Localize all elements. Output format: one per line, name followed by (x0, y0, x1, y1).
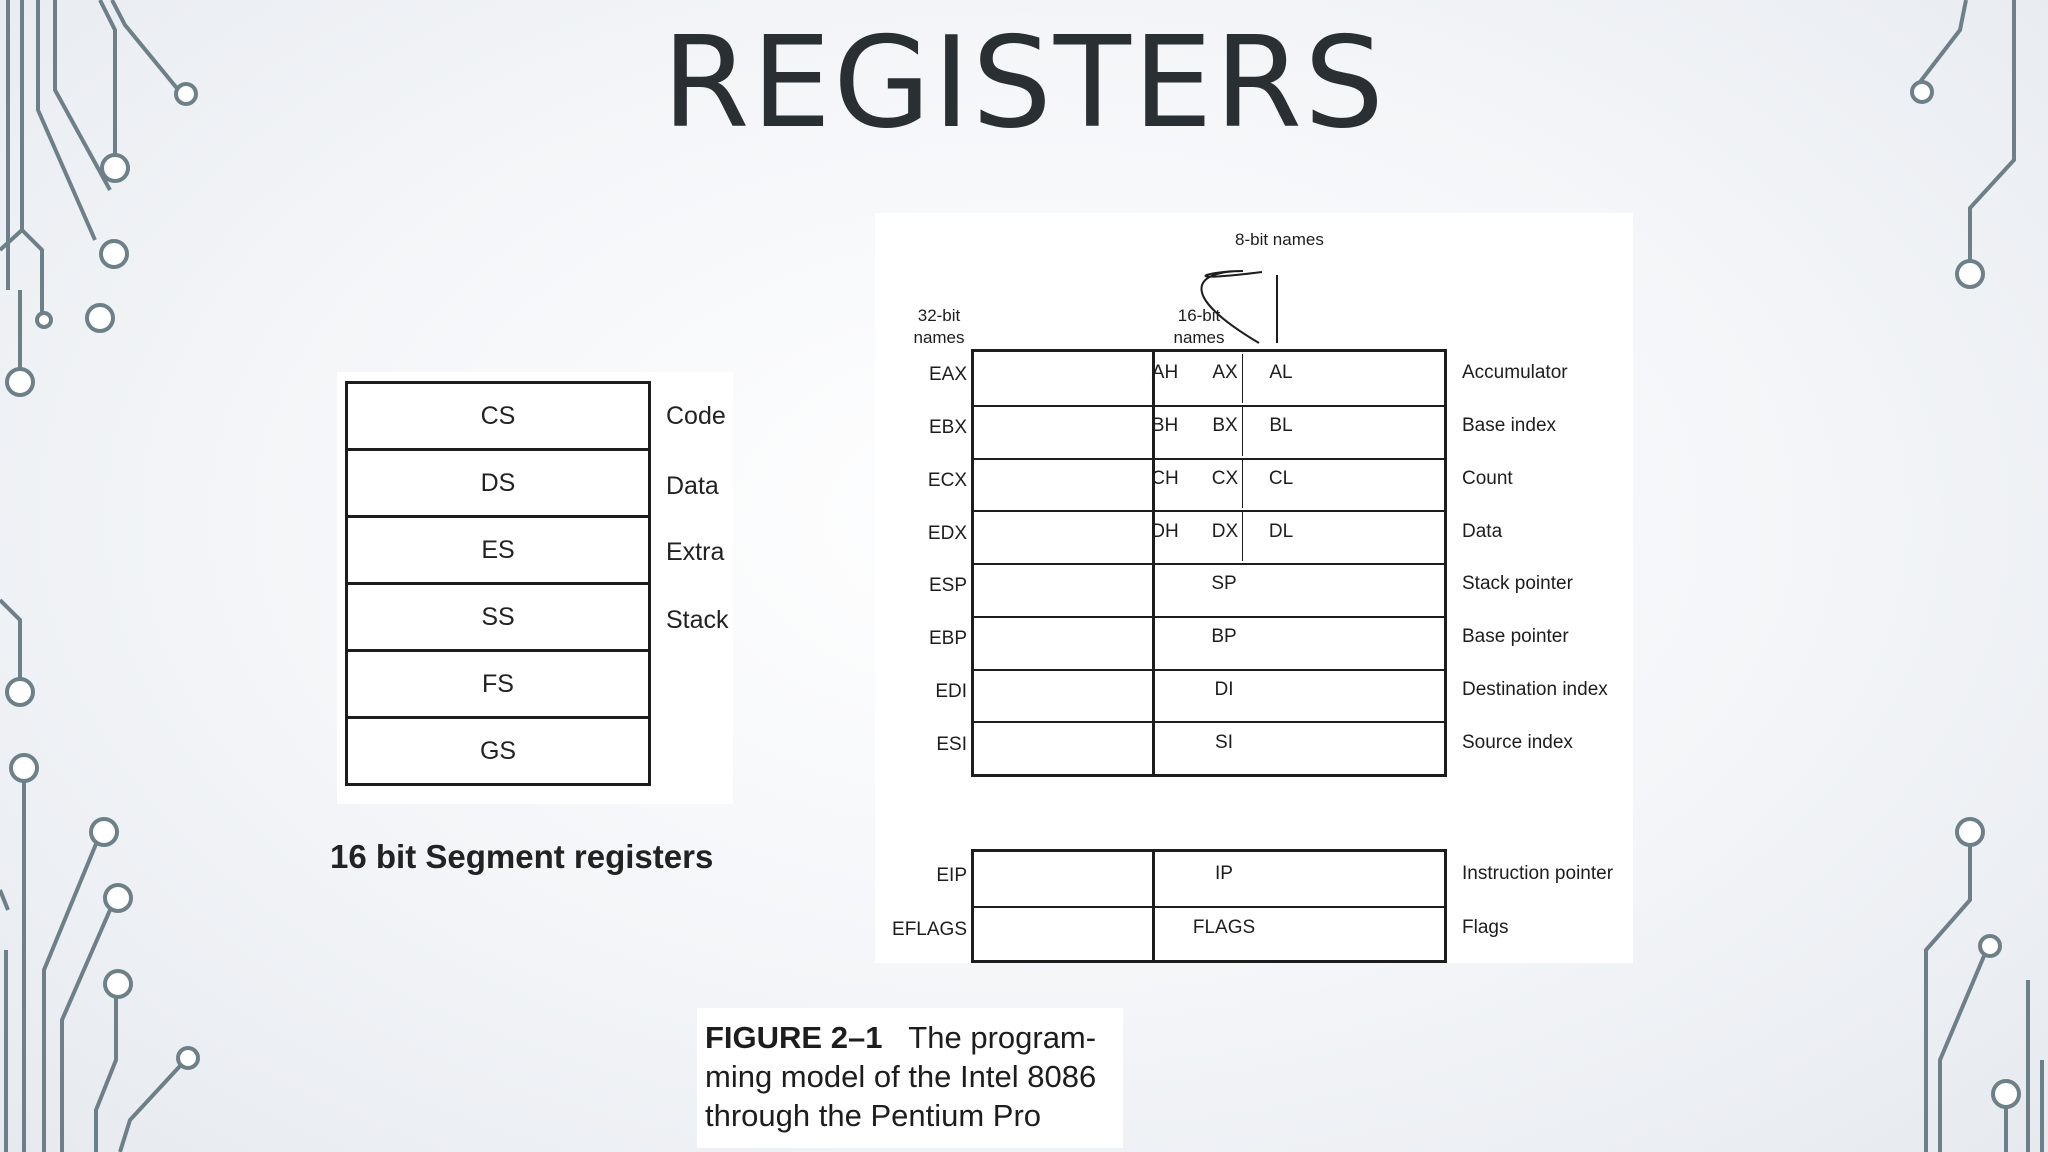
register-8bit-split-mark (1242, 406, 1243, 456)
register-8bit-low-dl: DL (1268, 520, 1294, 542)
register-description-edi: Destination index (1462, 678, 1608, 700)
register-32bit-ebx: EBX (928, 417, 967, 439)
register-16bit-cx: CX (1211, 467, 1239, 489)
register-8bit-low-cl: CL (1268, 467, 1294, 489)
register-32bit-eflags: EFLAGS (892, 919, 967, 940)
general-register-row-divider (974, 510, 1444, 513)
circuit-decoration-bottom-left (0, 590, 210, 1152)
segment-register-ds: DS (348, 448, 648, 515)
general-register-row-divider (974, 721, 1444, 724)
general-registers-box (971, 349, 1447, 777)
segment-register-table: CS DS ES SS FS GS (345, 381, 651, 786)
general-register-row-divider (974, 563, 1444, 565)
general-register-row-divider (974, 668, 1444, 671)
register-16bit-si: SI (1215, 731, 1233, 753)
header-8bit-names: 8-bit names (1235, 230, 1324, 249)
programming-model-diagram: 8-bit names 32-bit names 16-bit names EA… (875, 213, 1633, 963)
register-16bit-bp: BP (1211, 626, 1237, 648)
header-arrows (1200, 270, 1278, 344)
figure-caption-label: FIGURE 2–1 (705, 1020, 883, 1055)
register-32bit-ecx: ECX (927, 469, 967, 491)
register-32bit-ebp: EBP (928, 628, 967, 650)
segment-label-code: Code (666, 402, 726, 430)
register-32bit-eip: EIP (936, 865, 967, 886)
register-16bit-ip: IP (1215, 863, 1233, 884)
register-description-esp: Stack pointer (1462, 573, 1573, 595)
register-8bit-split-mark (1242, 459, 1243, 509)
register-16bit-sp: SP (1211, 573, 1237, 595)
segment-register-es: ES (348, 515, 648, 582)
general-register-row-divider (974, 615, 1444, 618)
segment-label-stack: Stack (666, 606, 729, 634)
segment-register-gs: GS (348, 716, 648, 783)
register-description-esi: Source index (1462, 731, 1573, 753)
register-16bit-ax: AX (1212, 362, 1238, 384)
register-8bit-high-ch: CH (1151, 467, 1179, 489)
special-register-row-divider (974, 906, 1444, 908)
register-8bit-high-bh: BH (1151, 415, 1179, 437)
segment-register-ss: SS (348, 582, 648, 649)
register-8bit-high-dh: DH (1151, 520, 1179, 542)
segment-register-fs: FS (348, 649, 648, 716)
register-description-edx: Data (1462, 520, 1503, 542)
register-8bit-high-ah: AH (1151, 362, 1179, 384)
register-description-ebp: Base pointer (1462, 626, 1569, 648)
segment-register-cs: CS (480, 401, 516, 430)
register-16bit-bx: BX (1212, 415, 1238, 437)
header-16bit-names: 16-bit names (1173, 306, 1225, 347)
register-description-eip: Instruction pointer (1462, 863, 1614, 884)
figure-caption: FIGURE 2–1 The program- ming model of th… (697, 1008, 1123, 1148)
register-8bit-split-mark (1242, 354, 1243, 403)
register-32bit-edi: EDI (935, 680, 967, 702)
register-16bit-flags: FLAGS (1192, 917, 1256, 938)
segment-registers-caption: 16 bit Segment registers (330, 838, 714, 875)
circuit-decoration-top-right (1880, 0, 2048, 300)
general-register-row-divider (974, 404, 1444, 407)
register-description-ebx: Base index (1462, 415, 1557, 437)
circuit-decoration-top-left (0, 0, 210, 400)
register-8bit-split-mark (1242, 512, 1243, 561)
register-32bit-edx: EDX (927, 522, 967, 544)
circuit-decoration-bottom-right (1880, 800, 2048, 1152)
register-description-eflags: Flags (1462, 917, 1509, 938)
register-description-eax: Accumulator (1462, 362, 1568, 384)
register-8bit-low-bl: BL (1269, 415, 1293, 437)
register-16bit-di: DI (1214, 678, 1234, 700)
register-32bit-esi: ESI (936, 733, 967, 755)
register-32bit-esp: ESP (928, 575, 967, 597)
segment-registers-diagram: CS DS ES SS FS GS Code Data Extra Stack (337, 372, 733, 804)
segment-label-data: Data (666, 472, 719, 500)
register-8bit-low-al: AL (1269, 362, 1293, 384)
register-32bit-eax: EAX (928, 364, 967, 386)
header-32bit-names: 32-bit names (913, 306, 965, 347)
segment-label-extra: Extra (666, 538, 725, 566)
special-registers-box (971, 849, 1447, 963)
register-16bit-dx: DX (1211, 520, 1239, 542)
figure-caption-line-3: through the Pentium Pro (705, 1098, 1042, 1133)
figure-caption-line-1: The program- (908, 1020, 1097, 1055)
figure-caption-line-2: ming model of the Intel 8086 (705, 1059, 1097, 1094)
general-register-row-divider (974, 457, 1444, 460)
slide-title: REGISTERS (661, 9, 1387, 156)
register-description-ecx: Count (1462, 467, 1513, 489)
